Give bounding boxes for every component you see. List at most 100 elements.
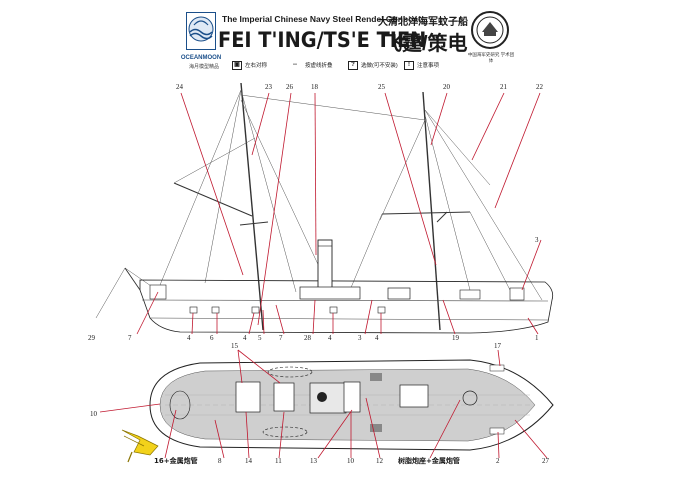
- main-yard: [239, 221, 269, 226]
- forward-house-top: [399, 384, 429, 408]
- main-mast: [240, 82, 264, 331]
- rigging-line: [240, 99, 331, 291]
- callout-4: 4: [187, 334, 191, 342]
- bow-fitting: [459, 289, 481, 300]
- gun-barrel-part-icon: [121, 429, 159, 463]
- question-icon: ?: [348, 60, 358, 70]
- deck-line: [141, 299, 549, 302]
- hull-profile: [139, 279, 554, 334]
- stern-boom: [124, 267, 141, 291]
- callout-19: 19: [452, 334, 460, 342]
- bow-davit: [509, 287, 525, 301]
- seal-caption: 中国海军史研究 学术团体: [467, 52, 515, 63]
- callout-4: 4: [243, 334, 247, 342]
- symmetric-icon: ▣: [232, 60, 242, 70]
- legend-item-symmetric: ▣ 左右对称: [232, 59, 267, 71]
- funnel: [317, 239, 333, 291]
- callout-3: 3: [535, 236, 539, 244]
- gun-mount: [462, 390, 478, 406]
- callout-21: 21: [500, 83, 508, 91]
- callout-20: 20: [443, 83, 451, 91]
- callout-5: 5: [258, 334, 262, 342]
- funnel-top: [317, 392, 327, 402]
- callout-15: 15: [231, 342, 239, 350]
- main-gaff: [173, 182, 253, 217]
- rigging-line: [379, 119, 426, 221]
- caution-icon: !: [404, 60, 414, 70]
- legend-label: 左右对称: [245, 63, 268, 69]
- title-en: FEI T'ING/TS'E TIEN: [218, 28, 427, 52]
- oceanmoon-logo-icon: [186, 12, 216, 50]
- callout-7: 7: [128, 334, 132, 342]
- anchor: [489, 427, 505, 435]
- bridge: [343, 381, 361, 413]
- legend-label: 选做(可不安装): [361, 63, 398, 69]
- rigging-line: [424, 114, 471, 291]
- subtitle-cn: 大清北洋海军蚊子船: [378, 17, 468, 28]
- boat-outline: [262, 426, 308, 438]
- boat-outline: [267, 366, 313, 378]
- society-seal-icon: [471, 11, 509, 49]
- top-view: 15 17 10 16+金属炮管 8 14 11 13 10 12 树脂炮座+金…: [90, 342, 554, 465]
- hatch: [235, 381, 261, 413]
- callout-22: 22: [536, 83, 544, 91]
- fore-mast: [422, 91, 441, 331]
- deckhouse: [299, 286, 361, 300]
- legend-item-fold: -- 按虚线折叠: [288, 59, 333, 71]
- anchor: [489, 364, 505, 372]
- callout-24: 24: [176, 83, 184, 91]
- hatch: [273, 382, 295, 412]
- instruction-header: OCEANMOON 海月模型精品 The Imperial Chinese Na…: [0, 0, 678, 70]
- callout-27: 27: [542, 457, 550, 465]
- waterline: [149, 317, 549, 321]
- callout-12: 12: [376, 457, 384, 465]
- subtitle: The Imperial Chinese Navy Steel Rendel G…: [222, 14, 421, 24]
- legend-label: 按虚线折叠: [305, 63, 333, 69]
- rigging-line: [240, 94, 426, 121]
- callout-10: 10: [347, 457, 355, 465]
- callout-18: 18: [311, 83, 319, 91]
- callout-2: 2: [496, 457, 500, 465]
- callout-26: 26: [286, 83, 294, 91]
- title-cn: 飞霆/策电: [382, 33, 468, 55]
- rigging-line: [240, 89, 297, 293]
- rigging-line: [173, 137, 256, 184]
- rigging-line: [95, 267, 126, 319]
- engine-casing: [309, 382, 347, 414]
- assembly-drawing: 24 23 26 18 25 20 21 22 3 29 7 4 6 4 5 7…: [88, 82, 554, 465]
- forward-house: [387, 287, 411, 300]
- fore-boom: [436, 211, 448, 223]
- callout-13: 13: [310, 457, 318, 465]
- legend-item-caution: ! 注意事项: [404, 59, 439, 71]
- callout-8: 8: [218, 457, 222, 465]
- callout-6: 6: [210, 334, 214, 342]
- fore-yard: [381, 211, 471, 215]
- callout-17: 17: [494, 342, 502, 350]
- rigging-line: [204, 89, 242, 284]
- callout-11: 11: [275, 457, 282, 465]
- callout-23: 23: [265, 83, 273, 91]
- legend-label: 注意事项: [417, 63, 440, 69]
- legend-bar: ▣ 左右对称 -- 按虚线折叠 ? 选做(可不安装) ! 注意事项: [230, 59, 446, 71]
- callout-4: 4: [328, 334, 332, 342]
- rigging-line: [349, 213, 383, 291]
- callout-14: 14: [245, 457, 253, 465]
- callout-7: 7: [279, 334, 283, 342]
- rigging-line: [424, 109, 491, 186]
- callout-29: 29: [88, 334, 96, 342]
- dashed-line-icon: --: [293, 61, 297, 68]
- side-view: 24 23 26 18 25 20 21 22 3 29 7 4 6 4 5 7…: [88, 82, 554, 342]
- rigging-line: [424, 109, 543, 301]
- callout-resin-mount-metal-barrel: 树脂炮座+金属炮管: [398, 456, 460, 465]
- callout-3: 3: [358, 334, 362, 342]
- callout-1: 1: [535, 334, 539, 342]
- callout-28: 28: [304, 334, 312, 342]
- brand-name: OCEANMOON: [180, 55, 222, 61]
- brand-cn: 海月模型精品: [188, 64, 219, 70]
- stern-fitting-top: [169, 390, 191, 420]
- callout-16-metal-barrel: 16+金属炮管: [154, 456, 198, 465]
- callout-25: 25: [378, 83, 386, 91]
- callout-4: 4: [375, 334, 379, 342]
- callout-10: 10: [90, 410, 98, 418]
- legend-item-optional: ? 选做(可不安装): [348, 59, 398, 71]
